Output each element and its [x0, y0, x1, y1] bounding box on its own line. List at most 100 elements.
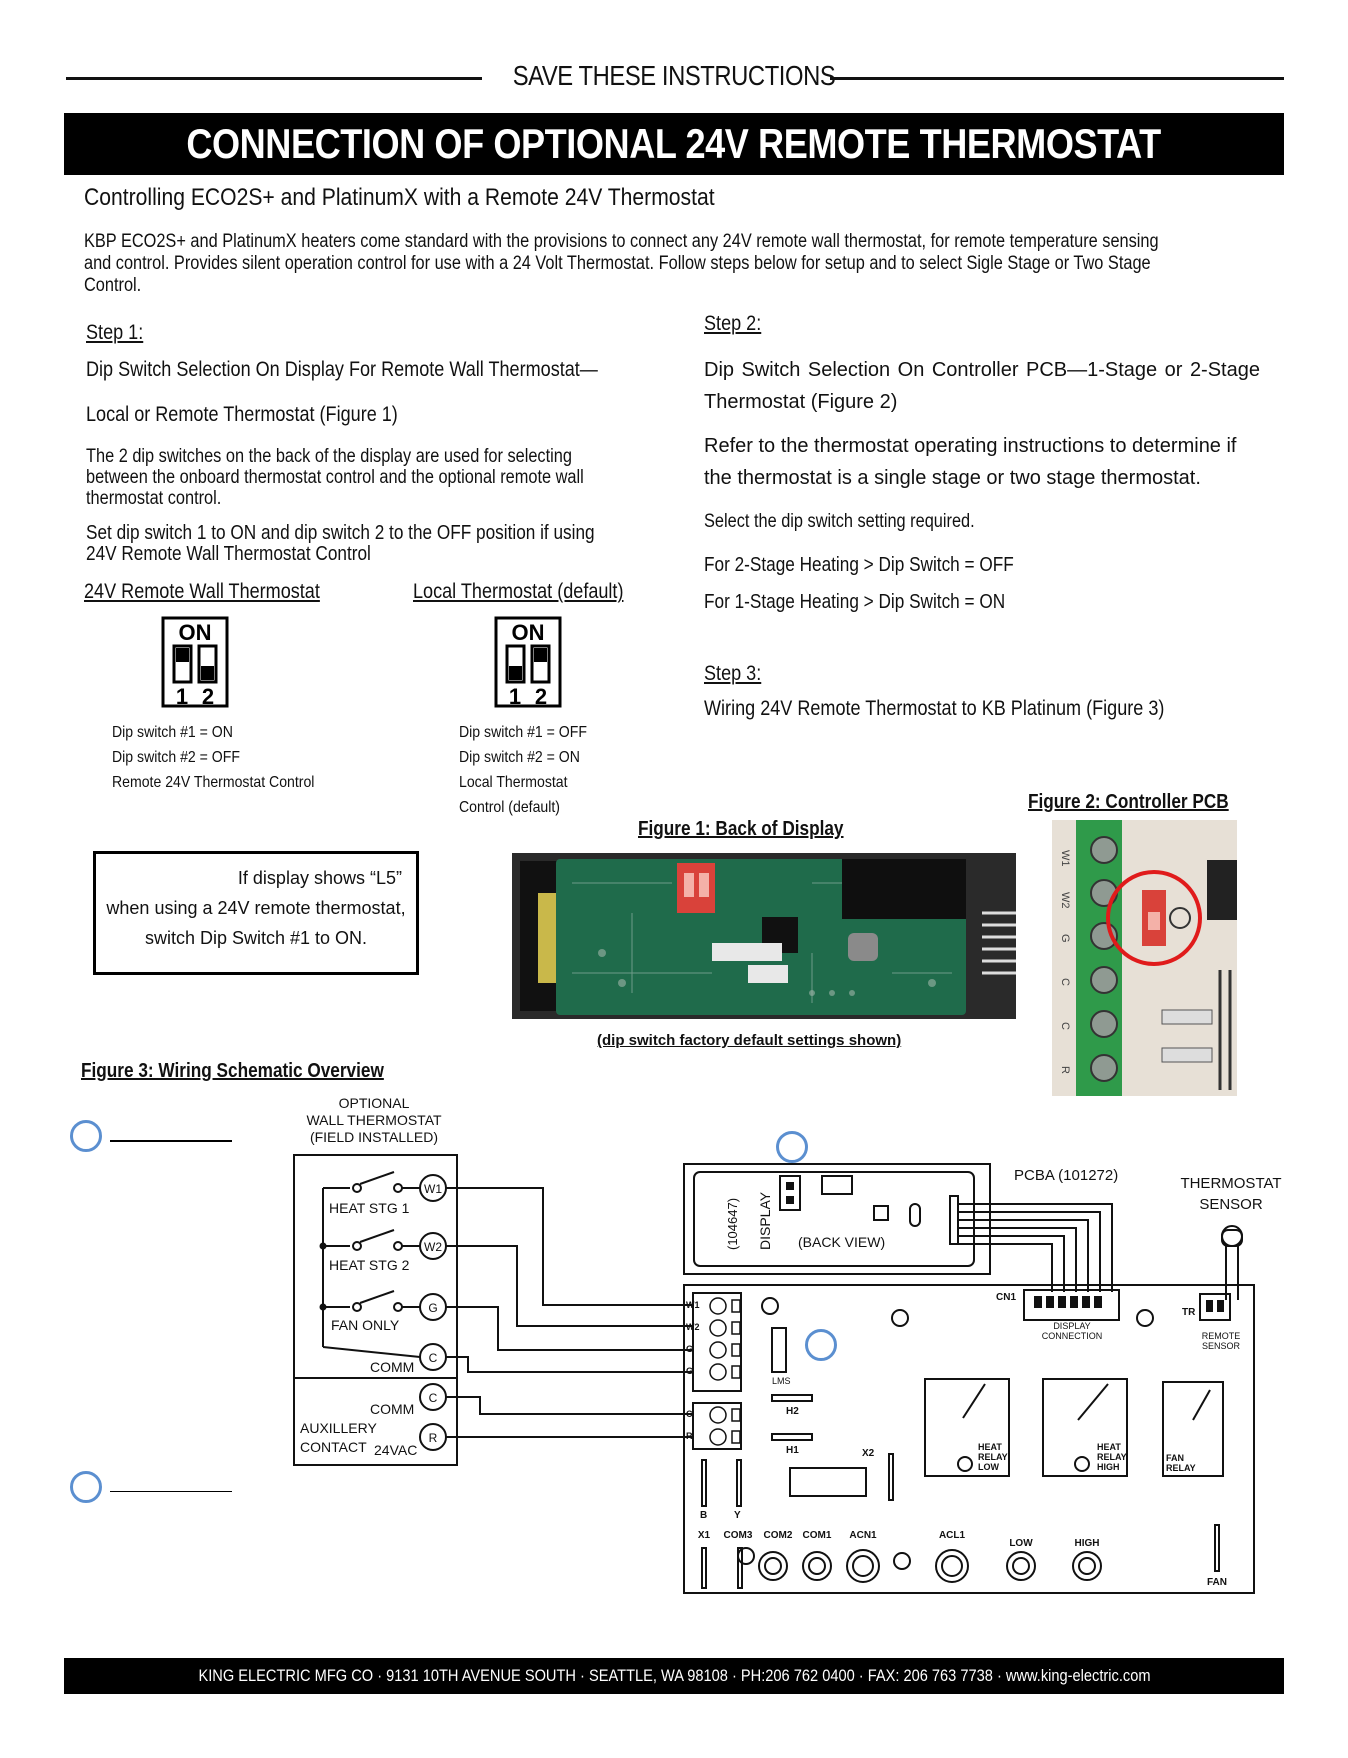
remote-thermostat-heading: 24V Remote Wall Thermostat — [84, 580, 320, 603]
svg-text:W1: W1 — [424, 1182, 442, 1196]
dip-on-label: ON — [179, 620, 212, 645]
svg-text:RELAY: RELAY — [1097, 1452, 1127, 1462]
svg-text:2: 2 — [202, 684, 214, 708]
local-thermostat-heading: Local Thermostat (default) — [413, 580, 624, 603]
svg-text:HEAT STG 2: HEAT STG 2 — [329, 1257, 410, 1273]
svg-text:COM3: COM3 — [724, 1530, 753, 1541]
svg-text:X2: X2 — [862, 1448, 875, 1459]
svg-text:RELAY: RELAY — [978, 1452, 1008, 1462]
svg-text:ON: ON — [512, 620, 545, 645]
svg-text:W2: W2 — [1059, 892, 1071, 909]
figure3-label: Figure 3: Wiring Schematic Overview — [81, 1060, 384, 1082]
svg-text:COM1: COM1 — [803, 1530, 832, 1541]
svg-text:COM2: COM2 — [764, 1530, 793, 1541]
svg-text:THERMOSTAT: THERMOSTAT — [1180, 1175, 1281, 1192]
step1-paragraph: The 2 dip switches on the back of the di… — [86, 446, 584, 509]
dip-switch-remote-icon: ON 1 2 — [161, 616, 229, 708]
svg-text:W2: W2 — [686, 1322, 700, 1332]
svg-text:2: 2 — [535, 684, 547, 708]
svg-text:DISPLAY: DISPLAY — [1053, 1321, 1090, 1331]
svg-text:G: G — [686, 1366, 693, 1376]
step2-paragraph: Refer to the thermostat operating instru… — [704, 435, 1237, 489]
svg-text:W1: W1 — [686, 1300, 700, 1310]
svg-text:C: C — [686, 1409, 693, 1419]
svg-text:R: R — [1059, 1066, 1071, 1074]
back-of-display-photo — [512, 853, 1016, 1019]
svg-text:FAN ONLY: FAN ONLY — [331, 1317, 400, 1333]
step1-line1: Dip Switch Selection On Display For Remo… — [86, 358, 598, 381]
svg-text:H1: H1 — [786, 1445, 799, 1456]
dip-switch-local-icon: ON 1 2 — [494, 616, 562, 708]
highlight-circle-icon — [1106, 870, 1202, 966]
controller-pcb-photo: W1 W2 G C C R — [1052, 820, 1237, 1096]
remote-setting-2: Dip switch #2 = OFF — [112, 749, 240, 766]
figure1-caption: (dip switch factory default settings sho… — [597, 1032, 902, 1049]
two-stage-setting: For 2-Stage Heating > Dip Switch = OFF — [704, 554, 1014, 576]
page-title-text: CONNECTION OF OPTIONAL 24V REMOTE THERMO… — [186, 120, 1162, 167]
svg-text:HEAT STG 1: HEAT STG 1 — [329, 1200, 410, 1216]
figure2-label: Figure 2: Controller PCB — [1028, 791, 1229, 813]
svg-text:Y: Y — [734, 1510, 741, 1521]
marker-circle-icon — [805, 1329, 837, 1361]
header-rule-left — [66, 77, 482, 80]
svg-text:REMOTE: REMOTE — [1202, 1331, 1241, 1341]
footer-bar: KING ELECTRIC MFG CO · 9131 10TH AVENUE … — [64, 1658, 1284, 1694]
svg-text:B: B — [700, 1510, 707, 1521]
svg-text:HEAT: HEAT — [978, 1442, 1002, 1452]
svg-text:HEAT: HEAT — [1097, 1442, 1121, 1452]
marker-line — [110, 1140, 232, 1142]
note-line3: switch Dip Switch #1 to ON. — [144, 928, 368, 948]
svg-text:LOW: LOW — [978, 1462, 999, 1472]
svg-text:LOW: LOW — [1009, 1538, 1033, 1549]
svg-text:R: R — [429, 1431, 438, 1445]
svg-text:(BACK VIEW): (BACK VIEW) — [798, 1234, 885, 1250]
local-setting-1: Dip switch #1 = OFF — [459, 724, 587, 741]
svg-text:LMS: LMS — [772, 1376, 791, 1386]
svg-text:X1: X1 — [698, 1530, 711, 1541]
svg-text:FAN: FAN — [1207, 1577, 1227, 1588]
note-line2: when using a 24V remote thermostat, — [106, 898, 406, 918]
step3-line1: Wiring 24V Remote Thermostat to KB Plati… — [704, 697, 1165, 720]
local-setting-3: Local Thermostat — [459, 774, 568, 791]
svg-text:R: R — [686, 1431, 693, 1441]
step1-instruction: Set dip switch 1 to ON and dip switch 2 … — [86, 522, 595, 565]
svg-text:SENSOR: SENSOR — [1199, 1196, 1263, 1213]
l5-note-box: If display shows “L5” when using a 24V r… — [93, 851, 419, 975]
svg-text:RELAY: RELAY — [1166, 1463, 1196, 1473]
remote-setting-3: Remote 24V Thermostat Control — [112, 774, 315, 791]
svg-text:24VAC: 24VAC — [374, 1442, 417, 1458]
svg-text:W1: W1 — [1059, 850, 1071, 867]
svg-text:1: 1 — [509, 684, 521, 708]
local-settings-list: Dip switch #1 = OFF Dip switch #2 = ON L… — [459, 720, 635, 820]
svg-text:SENSOR: SENSOR — [1202, 1341, 1241, 1351]
header-rule-right — [830, 77, 1284, 80]
svg-text:H2: H2 — [786, 1406, 799, 1417]
svg-text:DISPLAY: DISPLAY — [757, 1191, 773, 1250]
marker-circle-icon — [70, 1471, 102, 1503]
note-line1: If display shows “L5” — [237, 868, 402, 888]
footer-text: KING ELECTRIC MFG CO · 9131 10TH AVENUE … — [197, 1666, 1151, 1685]
svg-text:G: G — [686, 1344, 693, 1354]
local-setting-2: Dip switch #2 = ON — [459, 749, 580, 766]
svg-text:CONTACT: CONTACT — [300, 1439, 367, 1455]
step3-label: Step 3: — [704, 662, 762, 685]
save-instructions-header: SAVE THESE INSTRUCTIONS — [512, 60, 836, 91]
svg-text:G: G — [428, 1301, 437, 1315]
remote-setting-1: Dip switch #1 = ON — [112, 724, 233, 741]
svg-text:ACL1: ACL1 — [939, 1530, 966, 1541]
svg-text:WALL THERMOSTAT: WALL THERMOSTAT — [306, 1112, 442, 1128]
svg-text:PCBA (101272): PCBA (101272) — [1014, 1167, 1118, 1184]
svg-text:FAN: FAN — [1166, 1453, 1184, 1463]
page-title: CONNECTION OF OPTIONAL 24V REMOTE THERMO… — [64, 113, 1284, 175]
svg-text:(104647): (104647) — [725, 1198, 740, 1250]
step2-label: Step 2: — [704, 312, 762, 335]
svg-text:COMM: COMM — [370, 1401, 414, 1417]
svg-text:COMM: COMM — [370, 1359, 414, 1375]
svg-text:ACN1: ACN1 — [849, 1530, 877, 1541]
svg-text:G: G — [1059, 934, 1071, 943]
marker-circle-icon — [776, 1131, 808, 1163]
svg-text:C: C — [1059, 978, 1071, 986]
svg-text:(FIELD INSTALLED): (FIELD INSTALLED) — [310, 1129, 438, 1145]
svg-text:1: 1 — [176, 684, 188, 708]
